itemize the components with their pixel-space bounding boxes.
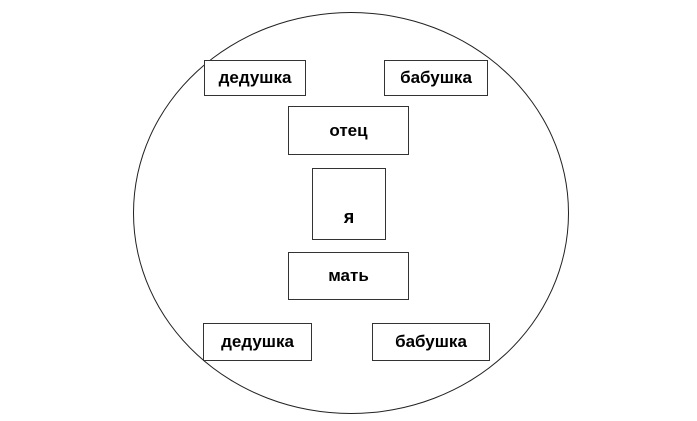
maternal-grandfather-box: дедушка xyxy=(203,323,312,361)
father-box: отец xyxy=(288,106,409,155)
father-label: отец xyxy=(329,120,368,140)
paternal-grandmother-box: бабушка xyxy=(384,60,488,96)
mother-label: мать xyxy=(328,266,369,285)
maternal-grandmother-box: бабушка xyxy=(372,323,490,361)
paternal-grandmother-label: бабушка xyxy=(400,68,472,87)
self-label: я xyxy=(343,206,355,227)
paternal-grandfather-box: дедушка xyxy=(204,60,306,96)
maternal-grandmother-label: бабушка xyxy=(395,332,467,351)
paternal-grandfather-label: дедушка xyxy=(218,68,292,87)
maternal-grandfather-label: дедушка xyxy=(221,332,294,351)
self-box: я xyxy=(312,168,386,240)
mother-box: мать xyxy=(288,252,409,300)
